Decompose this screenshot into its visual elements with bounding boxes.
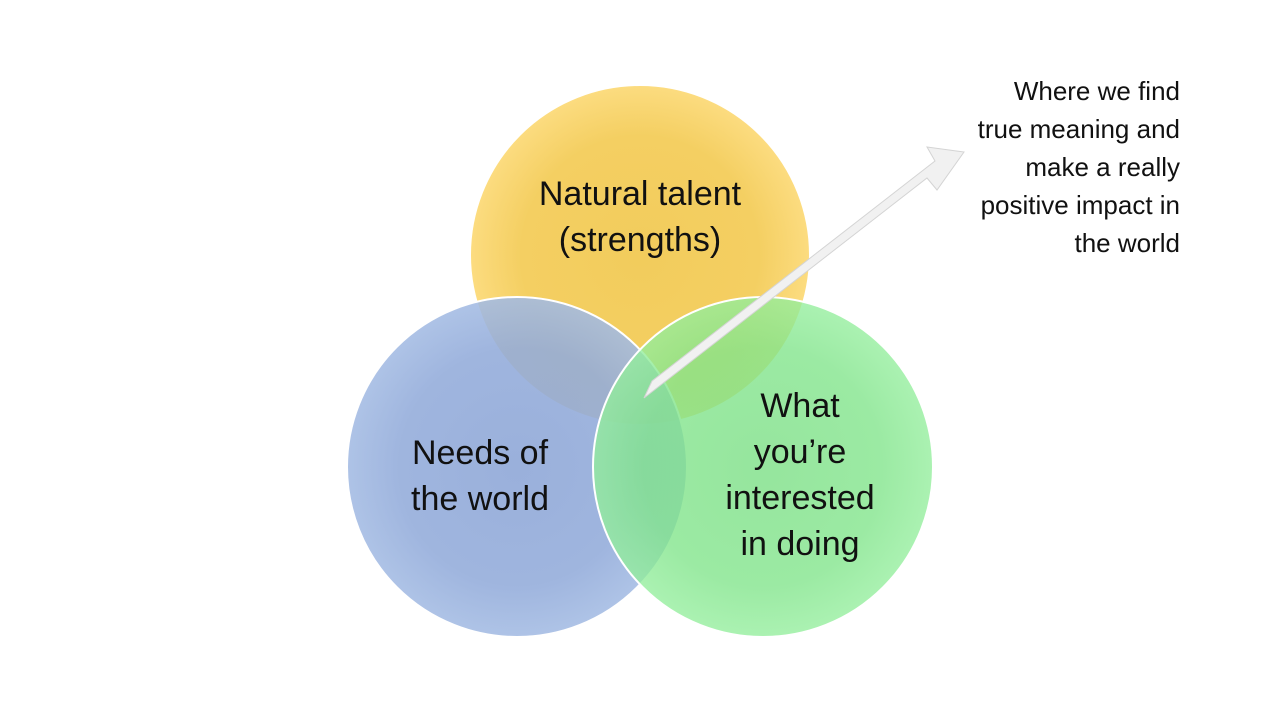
callout-arrow bbox=[643, 146, 965, 399]
callout-text: Where we find true meaning and make a re… bbox=[900, 72, 1180, 262]
interested-in-doing-label-line: interested bbox=[725, 479, 875, 517]
needs-of-world-label-line: Needs of bbox=[411, 434, 549, 472]
callout-text-line: positive impact in bbox=[980, 190, 1180, 220]
needs-of-world-label-line: the world bbox=[411, 480, 549, 518]
interested-in-doing-label: What you’re interested in doing bbox=[690, 383, 910, 567]
callout-text-line: make a really bbox=[1025, 152, 1180, 182]
callout-text-line: true meaning and bbox=[977, 114, 1180, 144]
natural-talent-label-line: (strengths) bbox=[558, 221, 722, 259]
interested-in-doing-label-line: in doing bbox=[740, 525, 860, 563]
needs-of-world-label: Needs of the world bbox=[360, 430, 600, 522]
callout-text-line: the world bbox=[1074, 228, 1181, 258]
interested-in-doing-label-line: you’re bbox=[753, 433, 847, 471]
natural-talent-label-line: Natural talent bbox=[538, 175, 742, 213]
interested-in-doing-label-line: What bbox=[760, 387, 840, 425]
natural-talent-label: Natural talent (strengths) bbox=[490, 171, 790, 263]
callout-text-line: Where we find bbox=[1013, 76, 1180, 106]
